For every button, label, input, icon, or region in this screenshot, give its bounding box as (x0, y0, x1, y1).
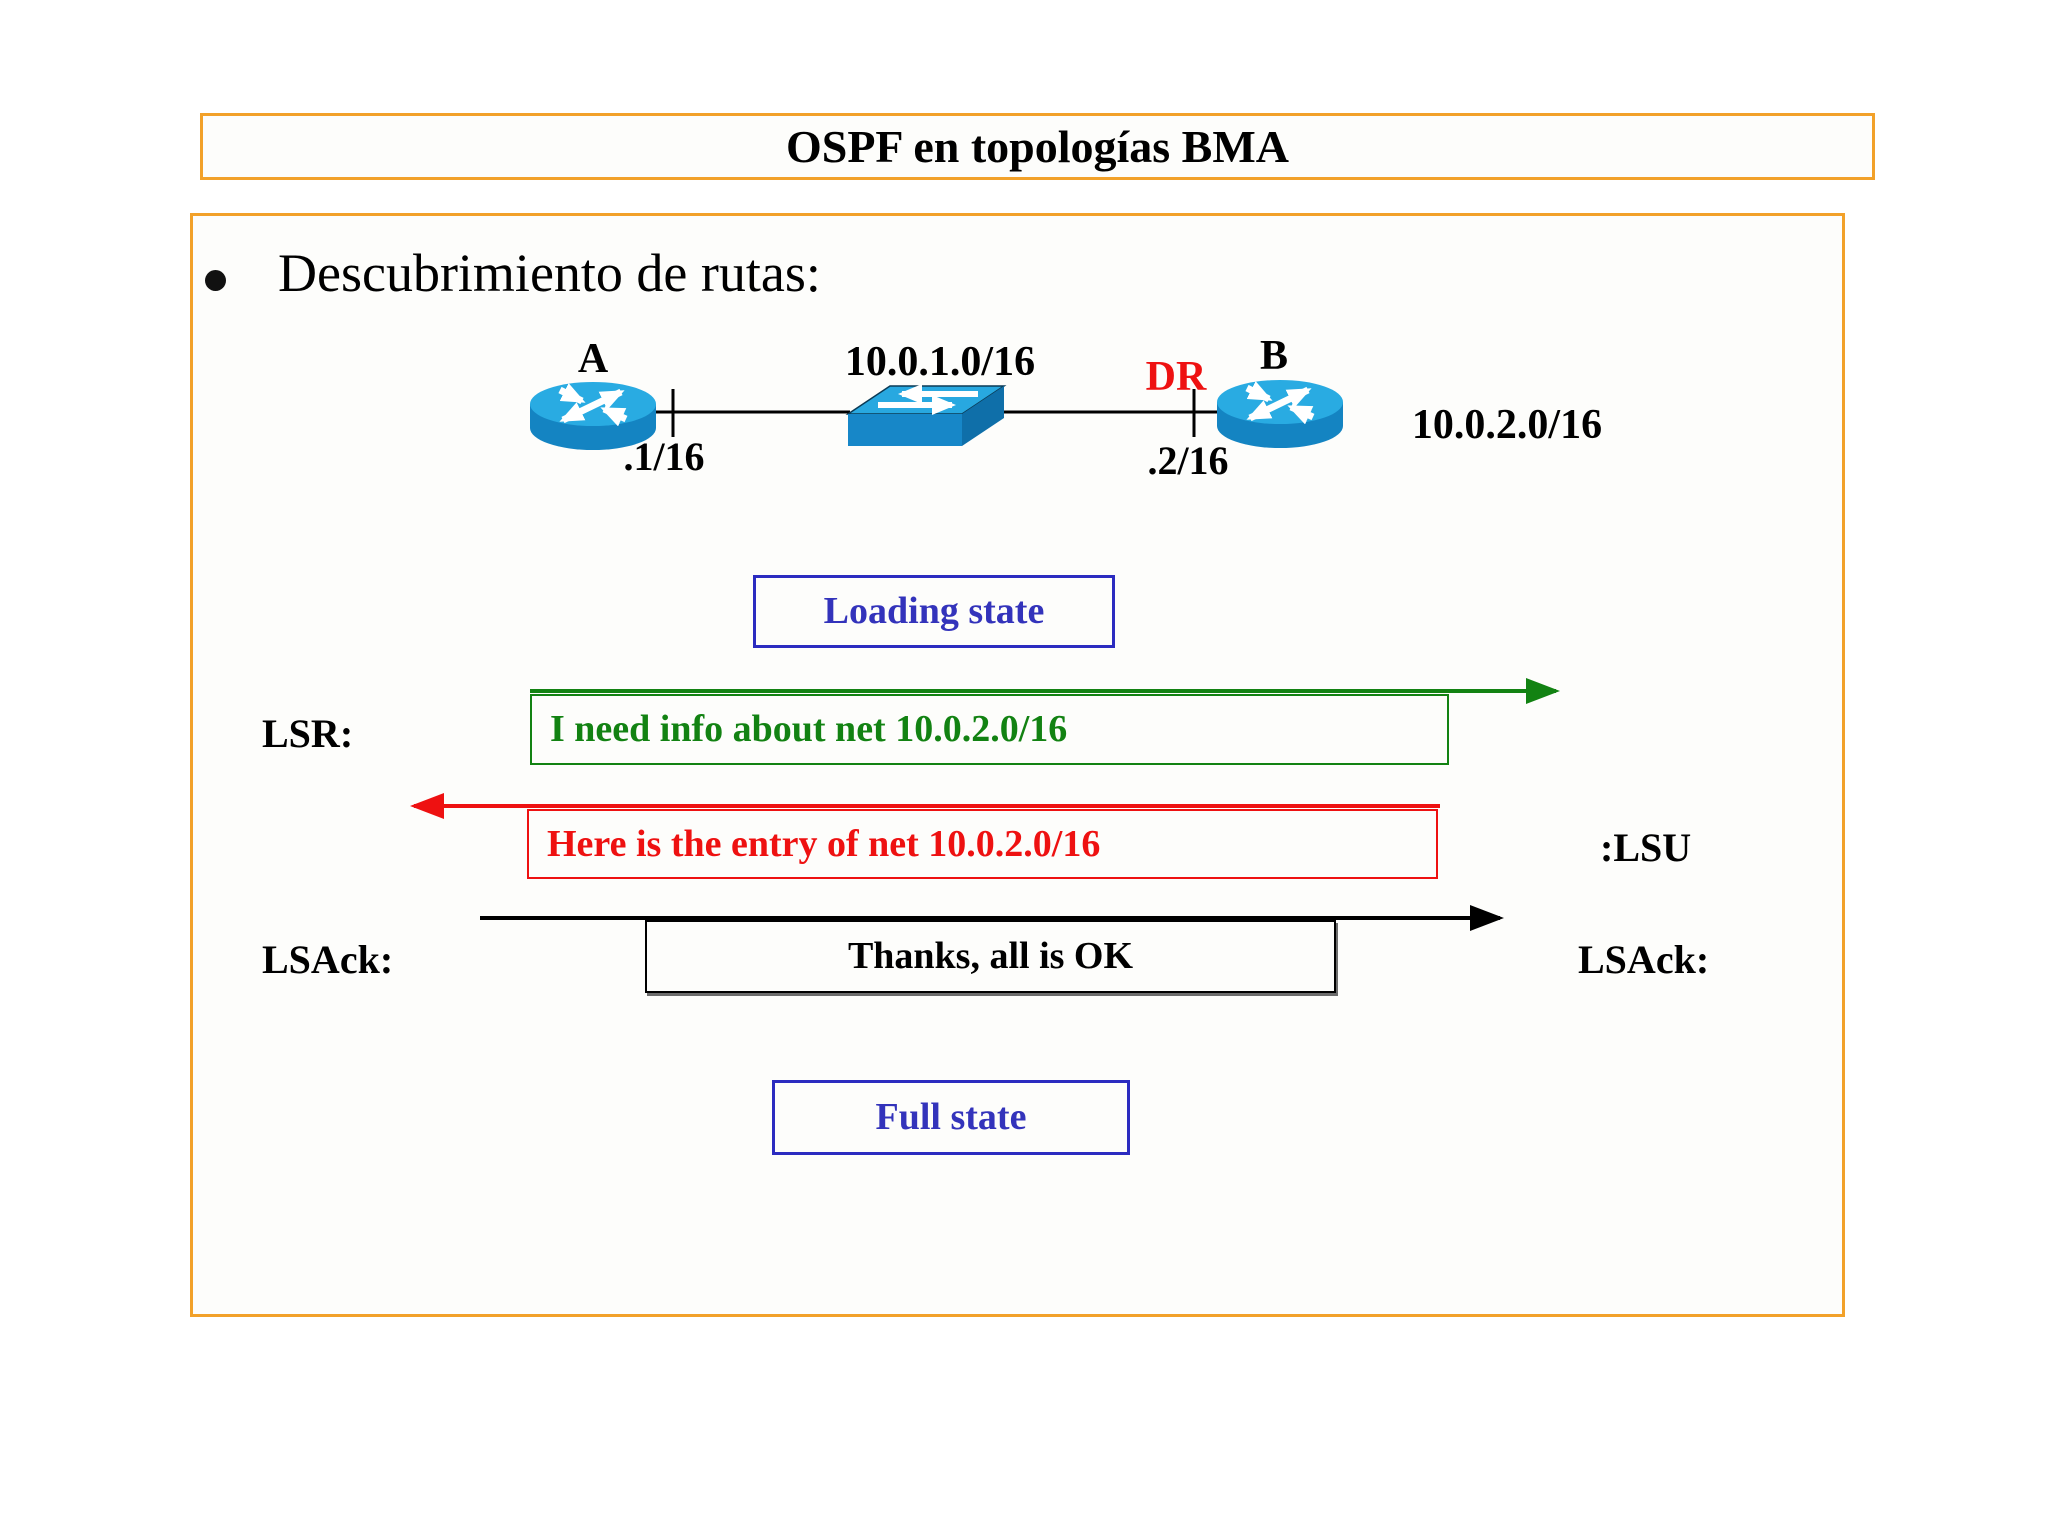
lsack-label-left: LSAck: (262, 937, 394, 982)
full-state-box: Full state (772, 1080, 1130, 1155)
lsu-label: :LSU (1600, 825, 1692, 870)
lsack-label-right: LSAck: (1578, 937, 1710, 982)
lsack-message-box: Thanks, all is OK (645, 920, 1336, 993)
bullet-text: Descubrimiento de rutas: (278, 243, 821, 303)
lsu-message-box: Here is the entry of net 10.0.2.0/16 (527, 809, 1438, 879)
lsr-label: LSR: (262, 711, 354, 756)
slide-title: OSPF en topologías BMA (200, 113, 1875, 180)
bullet-icon (205, 270, 226, 291)
loading-state-box: Loading state (753, 575, 1115, 648)
lsr-message-box: I need info about net 10.0.2.0/16 (530, 694, 1449, 765)
